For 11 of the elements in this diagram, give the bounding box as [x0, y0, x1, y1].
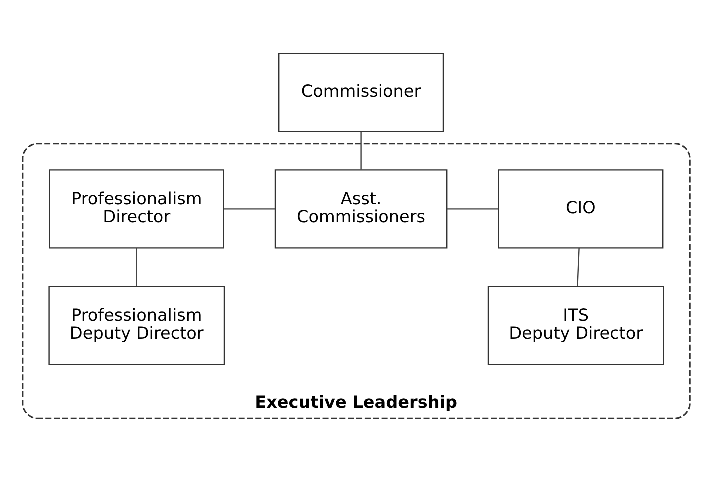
- node-box: Commissioner: [278, 53, 444, 132]
- node-box: Professionalism Director: [49, 170, 224, 249]
- connector: [577, 248, 580, 286]
- connector: [224, 208, 276, 210]
- connector: [360, 132, 362, 170]
- node-box: ITS Deputy Director: [488, 286, 664, 366]
- node-box: Asst. Commissioners: [274, 170, 448, 249]
- node-box: CIO: [498, 170, 664, 249]
- connector: [448, 208, 499, 210]
- connector: [136, 248, 138, 286]
- node-box: Professionalism Deputy Director: [48, 286, 226, 366]
